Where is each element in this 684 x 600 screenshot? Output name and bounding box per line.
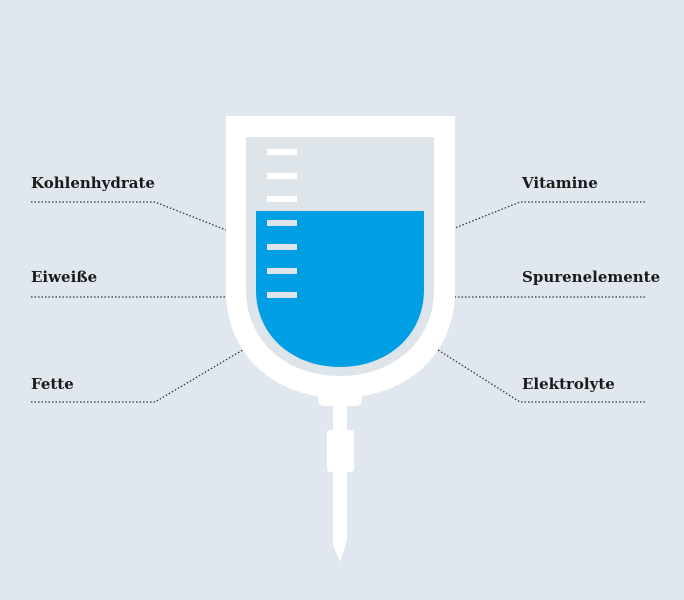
bag-neck [318, 392, 362, 406]
connector-lines [31, 201, 645, 403]
line-kohlenhydrate [31, 201, 227, 231]
fluid-level [256, 211, 424, 367]
line-vitamine [454, 201, 645, 229]
label-elektrolyte: Elektrolyte [522, 375, 615, 393]
tube [333, 404, 347, 562]
label-kohlenhydrate: Kohlenhydrate [31, 174, 155, 192]
label-fette: Fette [31, 375, 74, 393]
infusion-bag-icon [226, 116, 455, 562]
line-fette [31, 347, 247, 403]
label-vitamine: Vitamine [522, 174, 598, 192]
label-spurenelemente: Spurenelemente [522, 268, 661, 286]
scale-ticks [267, 149, 297, 298]
drip-chamber [327, 430, 354, 472]
label-eiweisse: Eiweiße [31, 268, 98, 286]
